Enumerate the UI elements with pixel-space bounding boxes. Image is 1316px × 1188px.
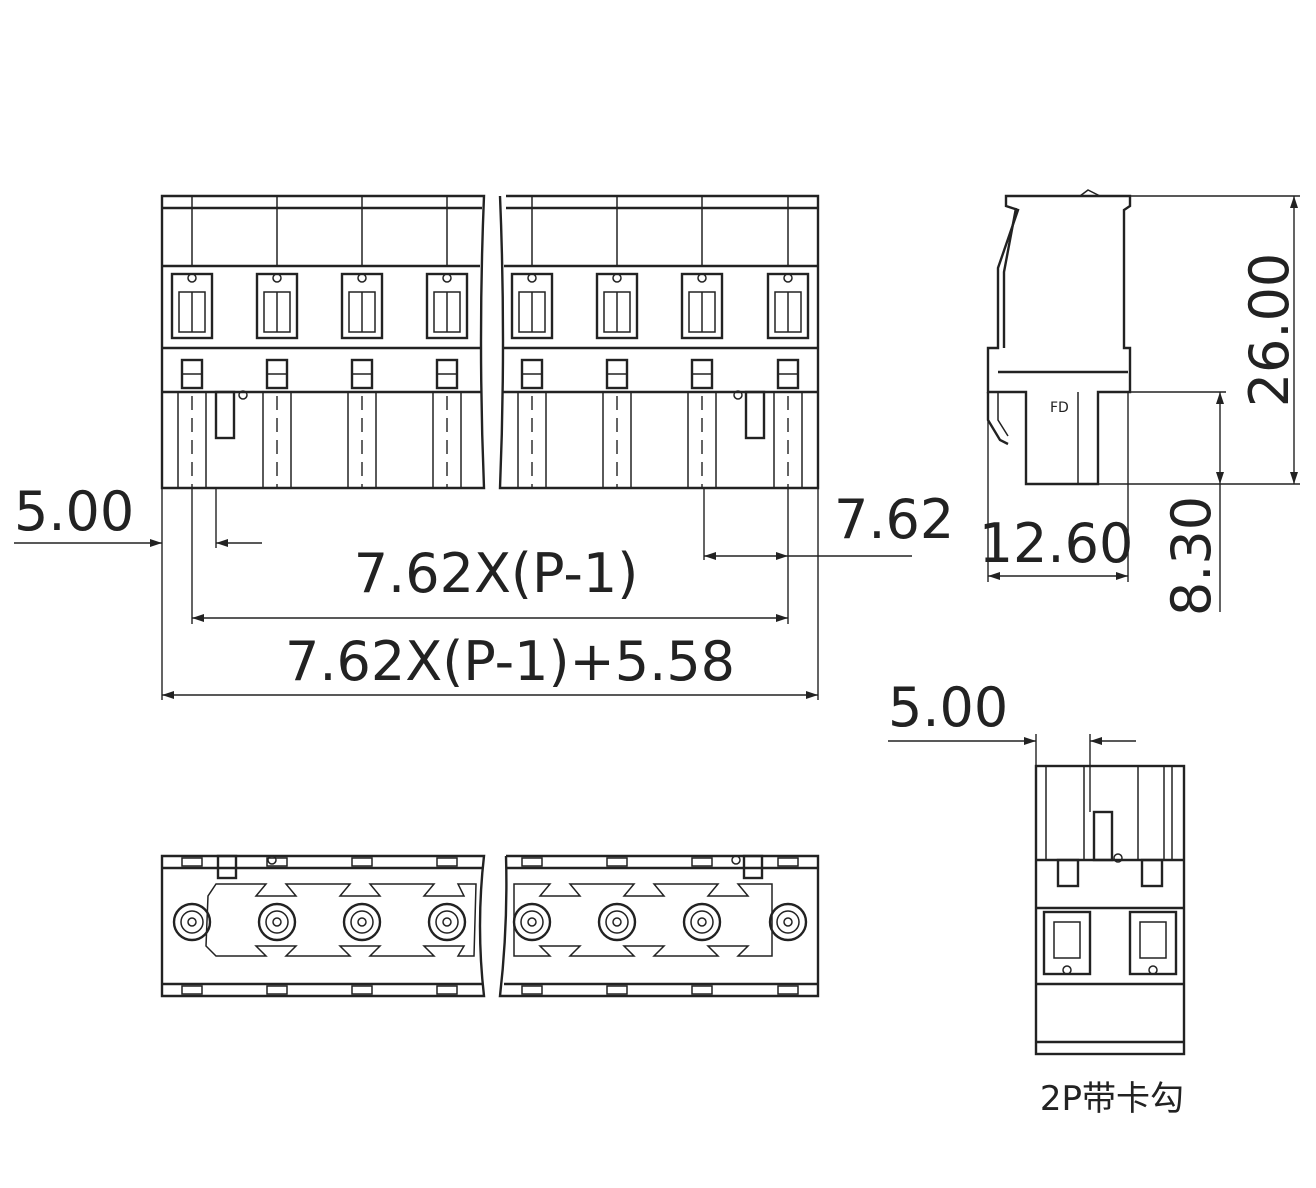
top-tab: [266, 857, 288, 867]
top-tab: [777, 857, 799, 867]
front-left-block: [160, 194, 486, 490]
front-latch-right: [733, 390, 766, 440]
dim-pitch-offset-label: 5.00: [14, 480, 134, 543]
bottom-tab: [436, 985, 458, 995]
bottom-tab: [777, 985, 799, 995]
end-view-caption: 2P带卡勾: [1040, 1079, 1184, 1119]
dim-depth-label: 12.60: [979, 512, 1134, 575]
top-tab: [181, 857, 203, 867]
bottom-view: [160, 854, 820, 998]
front-slot: [680, 196, 724, 488]
top-tab: [351, 857, 373, 867]
bottom-tab: [691, 985, 713, 995]
bottom-screw-holes: [172, 902, 808, 942]
dim-height-label: 26.00: [1238, 253, 1301, 408]
front-slot: [255, 196, 299, 488]
end-view-2p: 5.00 2P带卡勾: [888, 676, 1186, 1119]
bottom-tab: [521, 985, 543, 995]
front-slot: [425, 196, 469, 488]
bottom-tab: [266, 985, 288, 995]
screw-hole: [427, 902, 467, 942]
top-tab: [606, 857, 628, 867]
screw-hole: [682, 902, 722, 942]
side-view: FD 26.00 12.60 8.30: [979, 189, 1301, 616]
screw-hole: [342, 902, 382, 942]
bottom-tab: [606, 985, 628, 995]
front-slot: [170, 196, 214, 488]
top-tab: [691, 857, 713, 867]
front-slot: [510, 196, 554, 488]
dim-total-length-label: 7.62X(P-1)+5.58: [285, 630, 735, 693]
bottom-left-block: [160, 854, 486, 998]
bottom-tab: [181, 985, 203, 995]
front-latch-left: [214, 390, 248, 440]
bottom-tab: [351, 985, 373, 995]
front-view: [160, 194, 820, 490]
front-slot: [766, 196, 810, 488]
front-slot: [340, 196, 384, 488]
dim-lower-height-label: 8.30: [1160, 496, 1223, 616]
dim-side-pitch-offset-label: 5.00: [888, 676, 1008, 739]
dim-pitch-span-label: 7.62X(P-1): [354, 542, 639, 605]
top-tab: [436, 857, 458, 867]
svg-text:FD: FD: [1050, 400, 1069, 416]
bottom-right-block: [498, 854, 820, 998]
bottom-tabs: [181, 857, 799, 995]
front-slot: [595, 196, 639, 488]
screw-hole: [257, 902, 297, 942]
front-right-block: [498, 194, 820, 490]
screw-hole: [597, 902, 637, 942]
dim-pitch-label: 7.62: [834, 488, 954, 551]
bottom-latch-left: [216, 854, 238, 880]
top-tab: [521, 857, 543, 867]
screw-hole: [768, 902, 808, 942]
screw-hole: [172, 902, 212, 942]
end-view-slot-1: [1042, 910, 1092, 976]
screw-hole: [512, 902, 552, 942]
front-wire-slots: [170, 196, 810, 488]
end-view-slot-2: [1128, 910, 1178, 976]
front-dimensions: 5.00 7.62 7.62X(P-1) 7.62X(P-1)+5.58: [14, 480, 954, 700]
bottom-latch-right: [742, 854, 764, 880]
